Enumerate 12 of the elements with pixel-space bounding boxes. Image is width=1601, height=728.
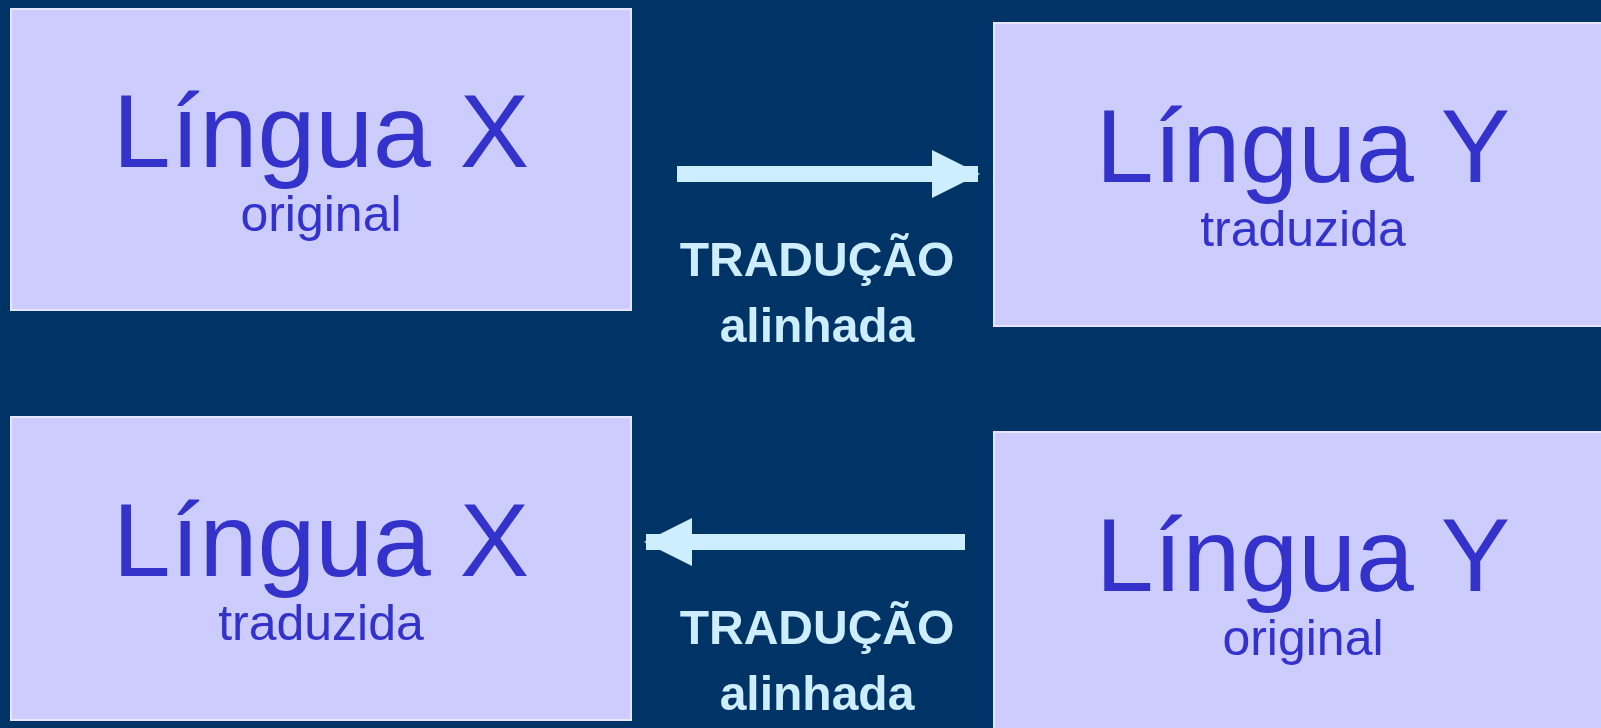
language-title: Língua Y — [1095, 92, 1511, 202]
language-title: Língua X — [112, 77, 530, 187]
arrow — [677, 150, 980, 198]
language-box — [10, 416, 632, 721]
edge-label: TRADUÇÃO alinhada — [678, 232, 956, 354]
language-box — [993, 22, 1601, 327]
arrow — [644, 518, 965, 566]
language-title: Língua Y — [1095, 501, 1511, 611]
language-box — [10, 8, 632, 311]
language-title: Língua X — [112, 486, 530, 596]
language-box — [993, 431, 1601, 728]
edge-label: TRADUÇÃO alinhada — [678, 600, 956, 722]
